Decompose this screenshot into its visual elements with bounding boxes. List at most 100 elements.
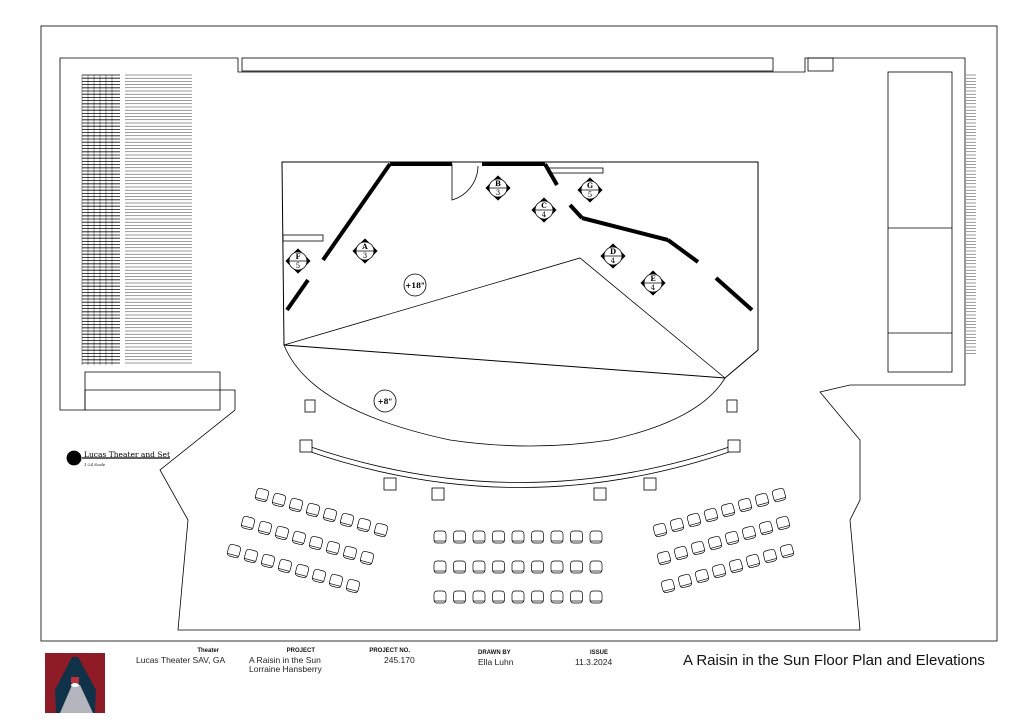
project-no-label: PROJECT NO. (369, 648, 410, 654)
seat (472, 560, 486, 574)
right-wing (887, 71, 953, 373)
issue-label: ISSUE (589, 650, 608, 656)
sheet-title: A Raisin in the Sun Floor Plan and Eleva… (683, 652, 985, 669)
drawn-by-label: DRAWN BY (478, 650, 511, 656)
audience-seating (226, 487, 795, 604)
seat (342, 545, 358, 561)
side-unit (282, 234, 324, 242)
seat (570, 530, 583, 544)
seat (652, 522, 668, 538)
seat (472, 590, 486, 604)
seat (433, 590, 447, 604)
seat (305, 502, 321, 518)
seat (226, 543, 242, 559)
left-wing-box (84, 371, 221, 411)
seat (325, 540, 341, 556)
seat (243, 548, 259, 564)
seat (570, 560, 583, 574)
level-label: +8" (378, 397, 392, 406)
seat (589, 560, 603, 574)
elevation-letter: B (495, 179, 501, 188)
seat (589, 590, 603, 604)
theater-label: Theater (197, 648, 219, 654)
seat (589, 530, 603, 544)
seat (669, 517, 685, 533)
sheet-border (40, 25, 998, 642)
elevation-sheet-number: 5 (296, 262, 300, 270)
seat (274, 525, 290, 541)
seat (737, 497, 753, 513)
seat (711, 563, 727, 579)
legend-bullet-icon (66, 450, 82, 466)
apron-plus8 (283, 344, 726, 447)
seat (656, 550, 672, 566)
issue-value: 11.3.2024 (575, 657, 613, 667)
seat (762, 548, 778, 564)
seat (741, 525, 757, 541)
upper-box (807, 57, 834, 72)
elevation-letter: E (650, 274, 655, 283)
elevation-letter: C (541, 201, 547, 210)
seat (686, 512, 702, 528)
seat (531, 560, 544, 574)
seat (433, 560, 447, 574)
elevation-marker-g[interactable]: G5 (577, 177, 603, 203)
drawn-by-value: Ella Luhn (478, 657, 514, 667)
elevation-sheet-number: 4 (651, 284, 656, 292)
seat (291, 530, 307, 546)
fly-rail-left (81, 74, 192, 365)
elevation-marker-c[interactable]: C4 (531, 197, 557, 223)
seat (511, 530, 525, 544)
seat (531, 530, 544, 544)
elevation-marker-f[interactable]: F5 (285, 248, 311, 274)
level-label: +18" (405, 281, 424, 290)
seat (288, 497, 304, 513)
elevation-letter: A (361, 242, 368, 251)
seat (728, 558, 744, 574)
elevation-marker-e[interactable]: E4 (640, 270, 666, 296)
seat (550, 560, 564, 574)
seat (373, 522, 389, 538)
seat (277, 558, 293, 574)
seat (492, 530, 505, 544)
seat (322, 507, 338, 523)
elevation-marker-d[interactable]: D4 (600, 243, 626, 269)
seat (356, 517, 372, 533)
seat (254, 487, 270, 503)
set-platform (281, 161, 759, 379)
window-unit (547, 167, 604, 174)
seat (677, 573, 693, 589)
seat (690, 540, 706, 556)
project-no-value: 245.170 (384, 655, 415, 665)
seat (570, 590, 583, 604)
seat (311, 568, 327, 584)
seat (531, 590, 544, 604)
seat (294, 563, 310, 579)
upper-rail (241, 57, 774, 72)
seat (260, 553, 276, 569)
elevation-letter: F (296, 252, 301, 261)
elevation-marker-b[interactable]: B3 (485, 175, 511, 201)
seat (673, 545, 689, 561)
seat (771, 487, 787, 503)
seat (359, 550, 375, 566)
elevation-letter: D (610, 247, 616, 256)
set-walls (285, 162, 754, 312)
seat (453, 530, 466, 544)
project-title: A Raisin in the Sun (249, 655, 321, 665)
elevation-sheet-number: 3 (496, 189, 500, 197)
seat (758, 520, 774, 536)
elevation-sheet-number: 3 (363, 252, 367, 260)
platform-division (283, 257, 726, 379)
seat (550, 590, 564, 604)
level-marker-18 (403, 273, 427, 297)
seat (703, 507, 719, 523)
elevation-marker-a[interactable]: A3 (352, 238, 378, 264)
seat (328, 573, 344, 589)
seat (240, 515, 256, 531)
seat (345, 578, 361, 594)
seat (720, 502, 736, 518)
seat (308, 535, 324, 551)
seat (754, 492, 770, 508)
seat (775, 515, 791, 531)
